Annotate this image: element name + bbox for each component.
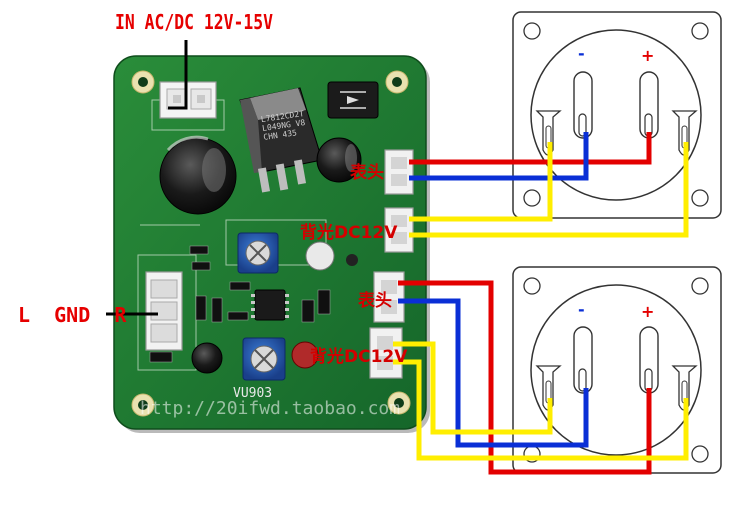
meter-top-hole-br — [691, 189, 709, 207]
trimmer-pot-1 — [237, 232, 279, 274]
filter-capacitor — [316, 137, 362, 183]
wires — [393, 132, 689, 475]
wire-bot-yellow-1 — [393, 341, 553, 435]
wire-top-yellow-1 — [409, 142, 553, 222]
wire-top-blue — [409, 132, 589, 181]
pointer-lines — [106, 40, 188, 316]
smd-components — [149, 245, 331, 363]
wire-top-red — [409, 132, 652, 165]
meter-top-plus-sign: + — [641, 46, 655, 65]
small-capacitors — [191, 241, 358, 374]
meter-top-hole-tl — [523, 22, 541, 40]
audio-input-label: L GND R — [18, 303, 127, 327]
wire-top-yellow-2 — [409, 142, 689, 238]
trimmer-pot-2 — [242, 337, 286, 381]
meter-bottom-minus-sign: - — [578, 300, 585, 319]
ic-chip — [251, 289, 289, 321]
meter-bottom — [512, 266, 722, 474]
meter-top-hole-bl — [523, 189, 541, 207]
meter-top-label: 表头 — [350, 163, 384, 183]
meter-bottom-label: 表头 — [358, 291, 392, 311]
wire-bot-blue — [398, 298, 589, 448]
audio-input-connector — [145, 271, 183, 351]
meter-top-ring — [530, 29, 702, 201]
voltage-regulator — [239, 87, 323, 193]
backlight-bottom-label: 背光DC12V — [310, 347, 408, 367]
wire-bot-yellow-2 — [393, 359, 689, 461]
wire-bot-red — [398, 280, 652, 475]
power-input-connector — [159, 81, 217, 119]
meter-bottom-plus-sign: + — [641, 302, 655, 321]
main-capacitor — [159, 135, 237, 215]
backlight-top-label: 背光DC12V — [300, 223, 398, 243]
watermark-text: http://20ifwd.taobao.com — [140, 398, 401, 419]
board-model-label: VU903 — [233, 386, 273, 401]
meter-top-minus-sign: - — [578, 44, 585, 63]
meter-top-hole-tr — [691, 22, 709, 40]
bridge-rectifier — [327, 81, 379, 119]
meter-top — [512, 11, 722, 219]
power-input-label: IN AC/DC 12V-15V — [115, 10, 273, 34]
